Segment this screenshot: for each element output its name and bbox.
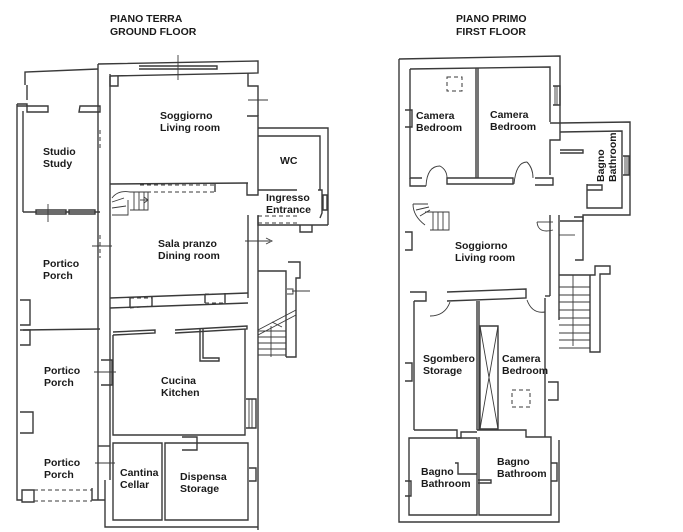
room-name-en: Storage xyxy=(180,483,220,495)
room-name-it: Portico xyxy=(44,365,81,377)
first-floor-title: PIANO PRIMO FIRST FLOOR xyxy=(456,13,527,38)
room-name-en: Kitchen xyxy=(161,387,200,399)
room-name-it: Soggiorno xyxy=(455,240,508,252)
room-name-en: Cellar xyxy=(120,479,150,491)
room-label-ingresso: Ingresso Entrance xyxy=(266,192,311,216)
room-name-it: Sgombero xyxy=(423,353,475,365)
room-label-bagno-2: Bagno Bathroom xyxy=(421,466,471,490)
room-name-it: Ingresso xyxy=(266,192,310,204)
room-name-it: Camera xyxy=(502,353,541,365)
room-name-it: Portico xyxy=(43,258,80,270)
room-name-en: Storage xyxy=(423,365,463,377)
room-name-en: Study xyxy=(43,158,73,170)
room-label-studio: Studio Study xyxy=(43,146,76,170)
room-label-camera-3: Camera Bedroom xyxy=(502,353,548,377)
room-name-en: Entrance xyxy=(266,204,311,216)
room-name-it: Camera xyxy=(416,110,455,122)
first-floor-title-it: PIANO PRIMO xyxy=(456,13,527,25)
room-name-en: Porch xyxy=(44,377,74,389)
room-label-camera-2: Camera Bedroom xyxy=(490,109,536,133)
room-label-portico-3: Portico Porch xyxy=(44,457,80,481)
room-name-en: Bathroom xyxy=(607,132,619,182)
room-label-cantina: Cantina Cellar xyxy=(120,467,159,491)
room-name-it: Bagno xyxy=(421,466,454,478)
first-floor-walls xyxy=(398,55,631,523)
room-label-sgombero: Sgombero Storage xyxy=(423,353,475,377)
room-name-it: Camera xyxy=(490,109,529,121)
room-label-soggiorno-first: Soggiorno Living room xyxy=(455,240,515,264)
room-name-it: Bagno xyxy=(595,149,607,182)
room-label-wc: WC xyxy=(280,155,298,167)
room-label-portico-1: Portico Porch xyxy=(43,258,79,282)
room-label-camera-1: Camera Bedroom xyxy=(416,110,462,134)
room-name-it: WC xyxy=(280,155,298,167)
ground-floor-title: PIANO TERRA GROUND FLOOR xyxy=(110,13,196,38)
room-name-en: Bedroom xyxy=(490,121,537,133)
room-name-it: Portico xyxy=(44,457,81,469)
room-label-bagno-1: Bagno Bathroom xyxy=(595,132,619,182)
room-label-dispensa: Dispensa Storage xyxy=(180,471,227,495)
room-name-en: Bathroom xyxy=(421,478,471,490)
room-name-it: Studio xyxy=(43,146,76,158)
room-label-portico-2: Portico Porch xyxy=(44,365,80,389)
room-name-en: Porch xyxy=(43,270,73,282)
room-name-it: Dispensa xyxy=(180,471,227,483)
room-name-en: Porch xyxy=(44,469,74,481)
room-name-en: Living room xyxy=(455,252,516,264)
room-name-it: Sala pranzo xyxy=(158,238,217,250)
room-label-cucina: Cucina Kitchen xyxy=(161,375,200,399)
room-name-en: Bedroom xyxy=(416,122,463,134)
room-label-sala-pranzo: Sala pranzo Dining room xyxy=(158,238,220,262)
room-name-it: Cantina xyxy=(120,467,159,479)
room-name-en: Bedroom xyxy=(502,365,549,377)
room-name-it: Bagno xyxy=(497,456,530,468)
room-name-en: Living room xyxy=(160,122,221,134)
room-name-it: Cucina xyxy=(161,375,197,387)
room-name-it: Soggiorno xyxy=(160,110,213,122)
room-label-soggiorno-ground: Soggiorno Living room xyxy=(160,110,220,134)
room-name-en: Bathroom xyxy=(497,468,547,480)
ground-floor-title-en: GROUND FLOOR xyxy=(110,25,197,38)
ground-floor-title-it: PIANO TERRA xyxy=(110,13,183,25)
room-label-bagno-3: Bagno Bathroom xyxy=(497,456,547,480)
ground-floor-walls xyxy=(16,55,329,530)
first-floor-title-en: FIRST FLOOR xyxy=(456,25,526,38)
room-name-en: Dining room xyxy=(158,250,220,262)
